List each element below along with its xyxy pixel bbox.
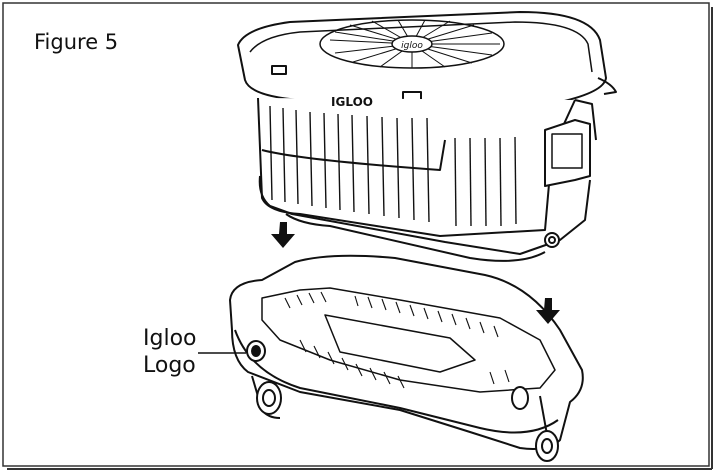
stand-igloo-logo (246, 340, 266, 362)
callout-label: Igloo Logo (143, 325, 197, 379)
arrow-down-icon-right (536, 298, 560, 324)
arrow-down-icon (271, 222, 295, 248)
callout-label-line1: Igloo (143, 326, 197, 351)
figure-border (2, 2, 710, 467)
figure-title: Figure 5 (34, 30, 119, 54)
cooler-brand-text: IGLOO (331, 95, 373, 109)
lid-badge-text: igloo (401, 41, 423, 51)
callout-label-line2: Logo (143, 353, 196, 378)
cooler-body (237, 11, 617, 262)
stand-base (229, 254, 584, 462)
